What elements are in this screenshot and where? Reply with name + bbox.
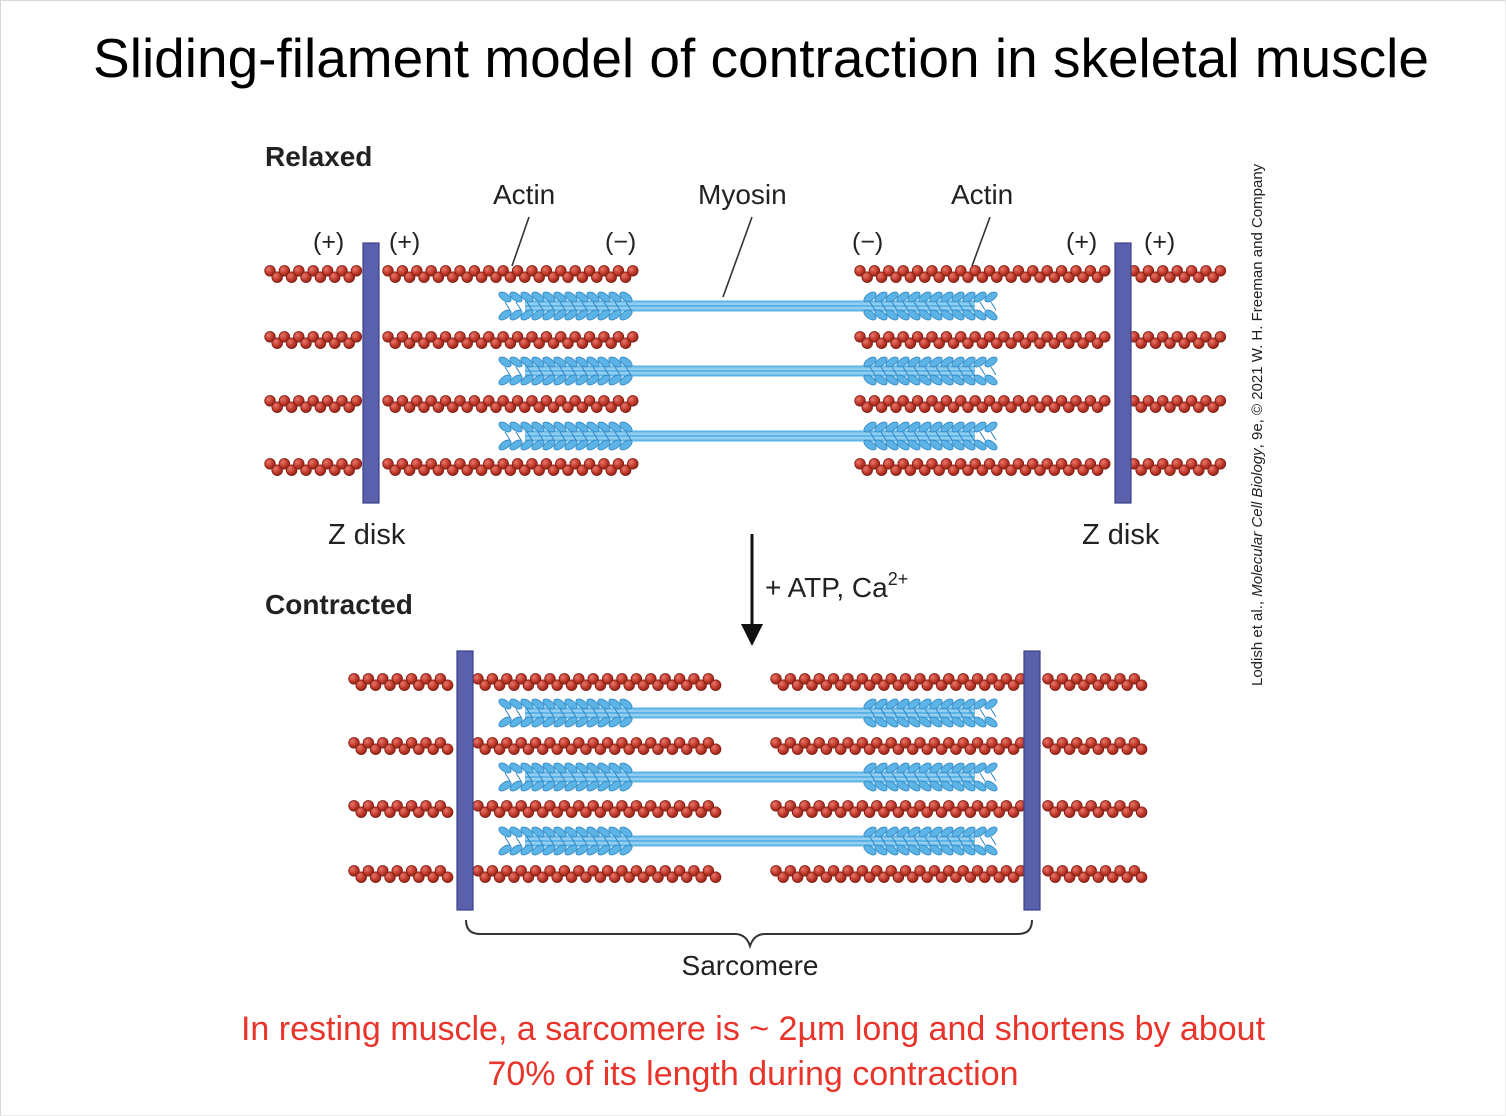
relaxed-zdisk-right (1114, 242, 1132, 504)
actin-right-leader (971, 216, 991, 267)
contracted-actin-right-inner-3 (770, 865, 1027, 883)
relaxed-myosin-layer (498, 291, 998, 451)
relaxed-actin-right-outer-0 (1128, 265, 1227, 283)
plus-label-4: (+) (1144, 228, 1175, 256)
plus-label-3: (+) (1066, 228, 1097, 256)
contracted-actin-left-inner-2 (472, 800, 722, 818)
contracted-actin-left-outer-2 (348, 800, 454, 818)
relaxed-actin-left-inner-1 (382, 331, 639, 349)
contracted-actin-left-inner-1 (472, 737, 722, 755)
sarcomere-label: Sarcomere (682, 950, 819, 981)
relaxed-actin-left-outer-2 (264, 395, 363, 413)
relaxed-actin-right-outer-3 (1128, 458, 1227, 476)
myosin-label: Myosin (698, 179, 787, 210)
relaxed-actin-right-outer-2 (1128, 395, 1227, 413)
relaxed-actin-left-outer-0 (264, 265, 363, 283)
myosin-leader (722, 216, 753, 298)
relaxed-zdisk-left (362, 242, 380, 504)
credit-text: Lodish et al., Molecular Cell Biology, 9… (1249, 163, 1266, 686)
zdisk-left-label: Z disk (328, 519, 406, 551)
contracted-myosin-layer (498, 698, 998, 856)
relaxed-actin-right-inner-2 (854, 395, 1111, 413)
plus-label-1: (+) (313, 228, 344, 256)
contracted-actin-left-outer-3 (348, 865, 454, 883)
relaxed-actin-left-inner-0 (382, 265, 639, 283)
actin-left-label: Actin (493, 179, 555, 210)
zdisk-right-label: Z disk (1082, 519, 1160, 551)
slide-title: Sliding-filament model of contraction in… (93, 27, 1429, 89)
contracted-zdisk-layer (456, 650, 1041, 911)
relaxed-actin-left-inner-3 (382, 458, 639, 476)
contracted-actin-left-inner-0 (472, 673, 722, 691)
transition-label: + ATP, Ca2+ (765, 569, 908, 603)
relaxed-actin-layer (264, 265, 1227, 476)
contracted-actin-right-inner-1 (770, 737, 1027, 755)
relaxed-actin-right-inner-0 (854, 265, 1111, 283)
relaxed-actin-left-inner-2 (382, 395, 639, 413)
contracted-actin-right-inner-2 (770, 800, 1027, 818)
contracted-actin-left-outer-0 (348, 673, 454, 691)
minus-label-2: (−) (852, 228, 883, 256)
minus-label-1: (−) (605, 228, 636, 256)
actin-left-leader (511, 216, 530, 267)
relaxed-myosin-1 (498, 356, 998, 386)
contracted-actin-left-inner-3 (472, 865, 722, 883)
contracted-zdisk-left (456, 650, 474, 911)
contracted-actin-left-outer-1 (348, 737, 454, 755)
caption-line-2: 70% of its length during contraction (487, 1055, 1019, 1093)
relaxed-actin-right-inner-3 (854, 458, 1111, 476)
relaxed-actin-left-outer-3 (264, 458, 363, 476)
transition-arrow-head (741, 624, 763, 646)
sarcomere-brace (465, 919, 1033, 950)
relaxed-actin-right-outer-1 (1128, 331, 1227, 349)
contracted-label: Contracted (265, 589, 413, 620)
contracted-myosin-0 (498, 698, 998, 728)
actin-right-label: Actin (951, 179, 1013, 210)
contracted-myosin-2 (498, 826, 998, 856)
contracted-actin-right-outer-0 (1042, 673, 1148, 691)
contracted-actin-right-outer-3 (1042, 865, 1148, 883)
contracted-actin-right-outer-2 (1042, 800, 1148, 818)
relaxed-actin-left-outer-1 (264, 331, 363, 349)
relaxed-actin-right-inner-1 (854, 331, 1111, 349)
plus-label-2: (+) (389, 228, 420, 256)
relaxed-myosin-0 (498, 291, 998, 321)
relaxed-myosin-2 (498, 421, 998, 451)
contracted-zdisk-right (1023, 650, 1041, 911)
relaxed-zdisk-layer (362, 242, 1132, 504)
contracted-actin-right-inner-0 (770, 673, 1027, 691)
caption-line-1: In resting muscle, a sarcomere is ~ 2µm … (240, 1010, 1266, 1048)
contracted-myosin-1 (498, 762, 998, 792)
contracted-actin-layer (348, 673, 1148, 883)
relaxed-label: Relaxed (265, 141, 372, 172)
contracted-actin-right-outer-1 (1042, 737, 1148, 755)
